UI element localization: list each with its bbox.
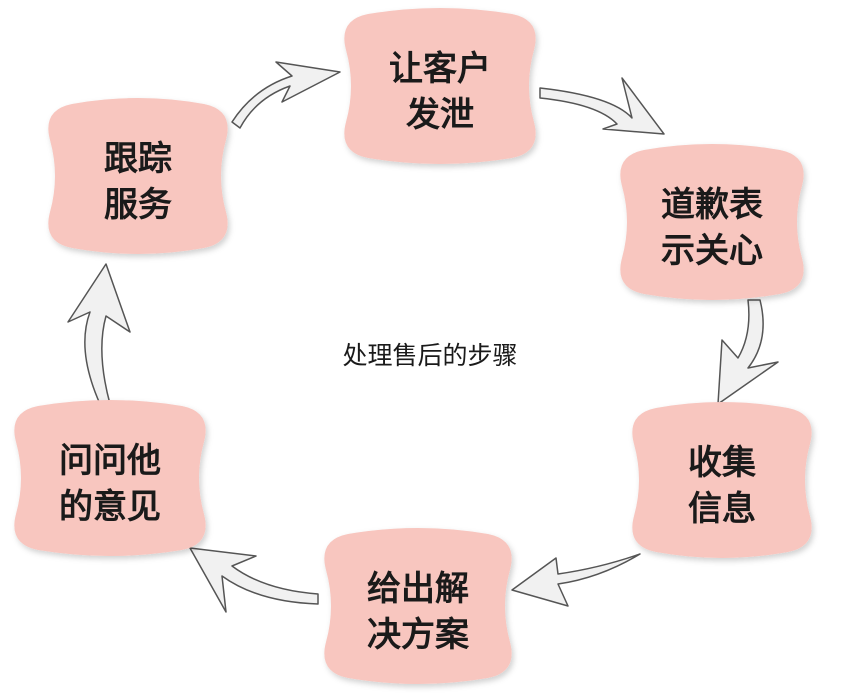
arrow-step5-to-step6 — [67, 263, 131, 405]
step-5-line1: 问问他 — [59, 441, 161, 481]
step-5-line2: 的意见 — [59, 487, 161, 527]
step-3-line1: 收集 — [688, 443, 756, 483]
step-4-line2: 决方案 — [367, 615, 470, 655]
step-node-1: 让客户 发泄 — [344, 8, 536, 164]
step-node-4-shape — [324, 528, 512, 684]
step-2-line1: 道歉表 — [661, 185, 763, 225]
arrow-step6-to-step1 — [231, 61, 341, 129]
center-label: 处理售后的步骤 — [342, 341, 517, 370]
step-node-6: 跟踪 服务 — [48, 98, 228, 254]
step-4-line1: 给出解 — [367, 569, 469, 609]
cycle-arrows — [67, 61, 779, 613]
step-node-5-shape — [14, 400, 206, 556]
step-node-2-shape — [620, 144, 804, 300]
step-6-line1: 跟踪 — [104, 139, 172, 179]
step-6-line2: 服务 — [104, 185, 172, 225]
step-node-5: 问问他 的意见 — [14, 400, 206, 556]
arrow-step2-to-step3 — [717, 299, 779, 405]
step-1-line1: 让客户 — [389, 49, 491, 89]
step-node-1-shape — [344, 8, 536, 164]
arrow-step1-to-step2 — [539, 77, 665, 135]
step-3-line2: 信息 — [688, 489, 756, 529]
step-node-3-shape — [632, 402, 812, 558]
step-2-line2: 示关心 — [661, 231, 763, 271]
arrow-step4-to-step5 — [189, 547, 319, 613]
step-node-2: 道歉表 示关心 — [620, 144, 804, 300]
step-node-4: 给出解 决方案 — [324, 528, 512, 684]
step-node-3: 收集 信息 — [632, 402, 812, 558]
step-node-6-shape — [48, 98, 228, 254]
arrow-step3-to-step4 — [511, 553, 641, 607]
step-1-line2: 发泄 — [406, 95, 474, 135]
